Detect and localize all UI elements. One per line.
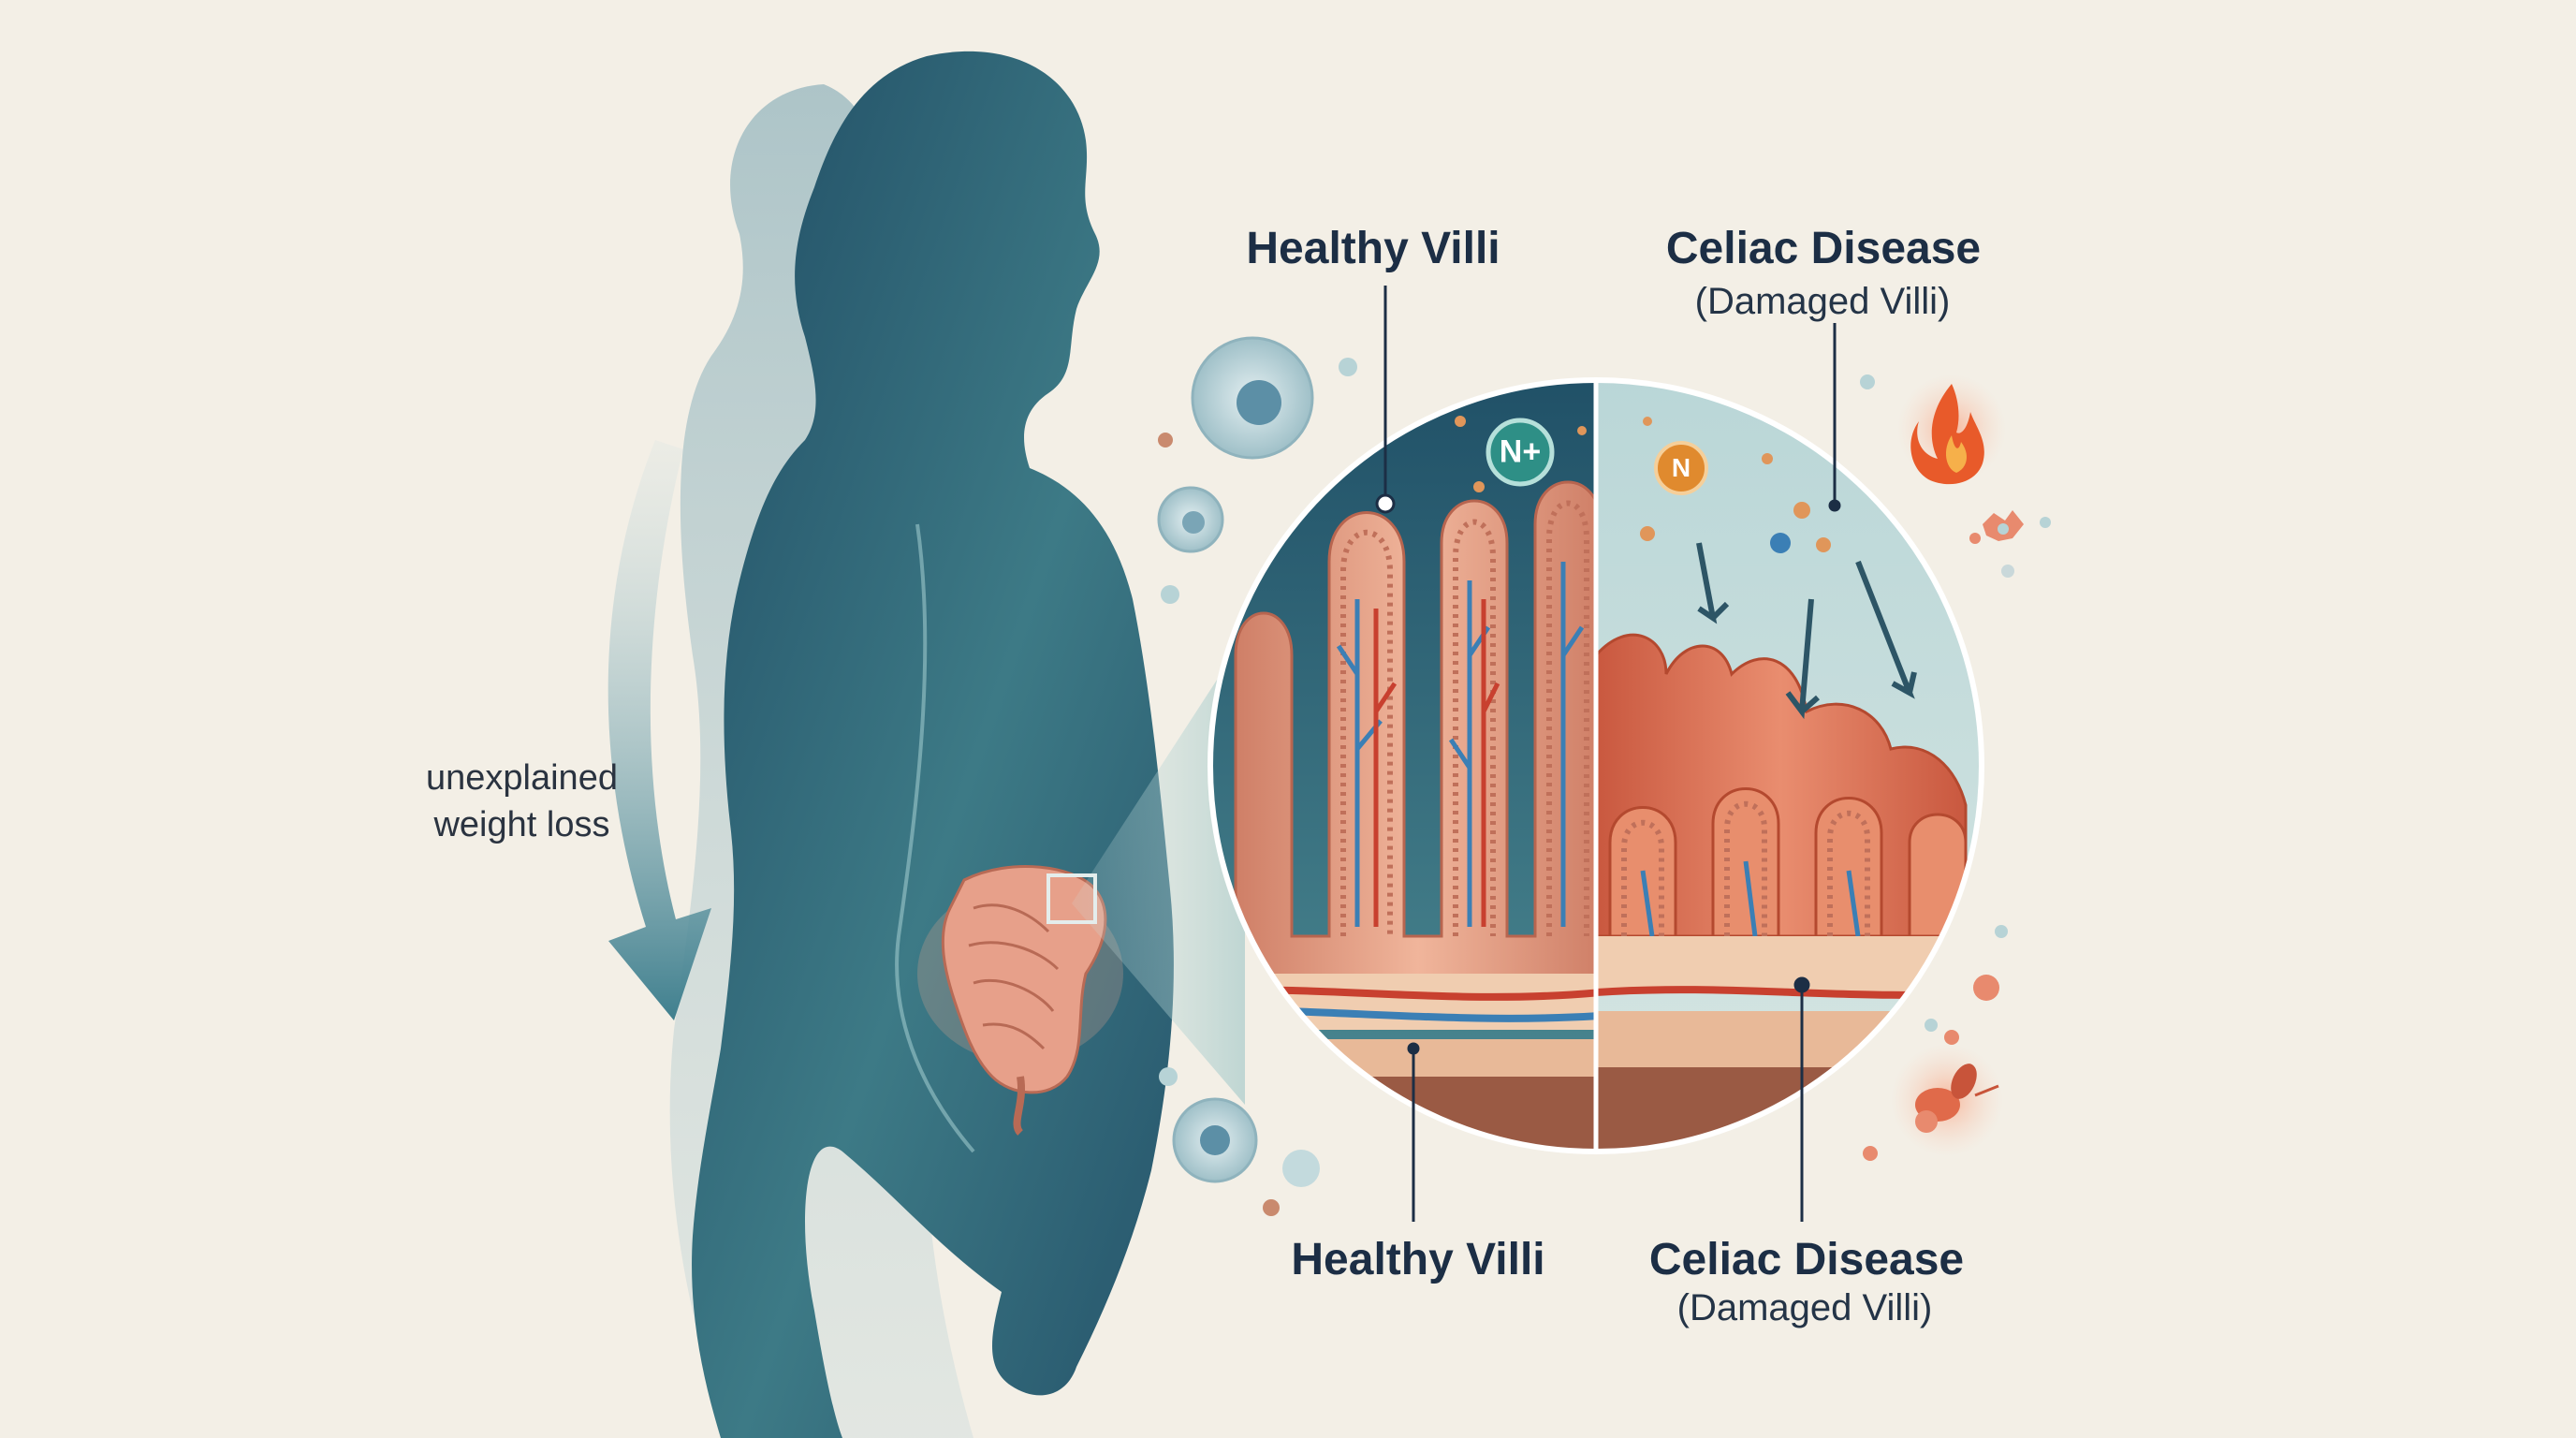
label-damaged-villi-bottom: (Damaged Villi): [1676, 1287, 1933, 1328]
healthy-villi-icon: [1234, 480, 1596, 985]
label-healthy-villi-top: Healthy Villi: [1246, 224, 1500, 273]
label-celiac-disease-bottom: Celiac Disease: [1648, 1235, 1965, 1284]
magnifier-circle: [1208, 377, 1984, 1154]
badge-healthy-text: N+: [1499, 433, 1542, 470]
badge-healthy-icon: [1486, 418, 1555, 487]
damaged-villi-icon: [1596, 633, 1968, 938]
cell-icon: [1157, 486, 1224, 553]
badge-damaged-text: N: [1671, 453, 1691, 482]
label-healthy-villi-bottom: Healthy Villi: [1291, 1235, 1545, 1284]
badge-damaged-icon: [1654, 441, 1708, 495]
label-damaged-villi-top: (Damaged Villi): [1694, 281, 1951, 322]
body-silhouette-icon: [692, 51, 1174, 1438]
leader-lines: [1375, 286, 1841, 1222]
weight-loss-line-1: unexplained: [426, 758, 618, 798]
label-celiac-disease-top: Celiac Disease: [1665, 224, 1982, 273]
cell-icon: [1172, 1097, 1258, 1183]
flame-icon: [1897, 374, 2006, 485]
label-unexplained-weight-loss: unexplained weight loss: [426, 755, 618, 848]
bacteria-icon: [1891, 1044, 2003, 1156]
down-arrow-icon: [607, 440, 711, 1020]
cell-icon: [1191, 336, 1314, 460]
weight-loss-line-2: weight loss: [433, 805, 610, 844]
